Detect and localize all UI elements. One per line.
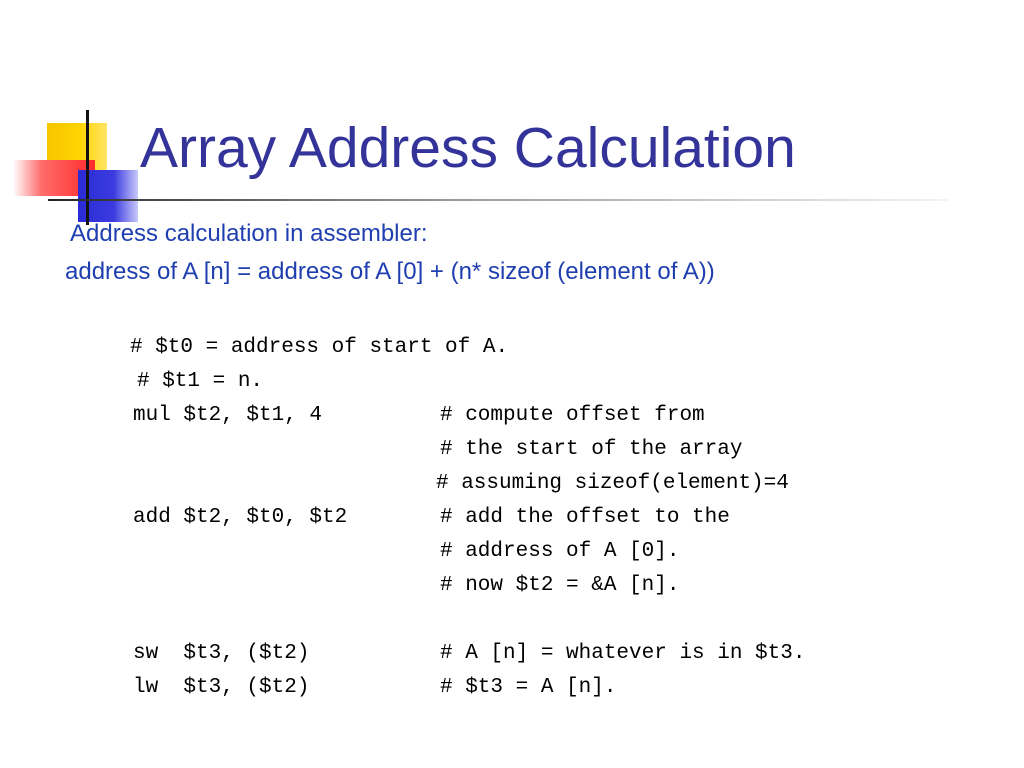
decorative-vertical-line xyxy=(86,110,89,225)
code-comment-t0: # $t0 = address of start of A. xyxy=(130,336,509,359)
code-comment-lw: # $t3 = A [n]. xyxy=(440,676,617,699)
code-comment-add-2: # address of A [0]. xyxy=(440,540,680,563)
slide-title: Array Address Calculation xyxy=(140,116,796,180)
code-comment-t1: # $t1 = n. xyxy=(137,370,264,393)
subtitle-line-assembler: Address calculation in assembler: xyxy=(70,220,428,247)
code-instruction-sw: sw $t3, ($t2) xyxy=(133,642,310,665)
code-comment-sw: # A [n] = whatever is in $t3. xyxy=(440,642,806,665)
code-comment-mul-1: # compute offset from xyxy=(440,404,705,427)
code-comment-mul-3: # assuming sizeof(element)=4 xyxy=(436,472,789,495)
code-comment-add-1: # add the offset to the xyxy=(440,506,730,529)
code-comment-mul-2: # the start of the array xyxy=(440,438,743,461)
title-underline-divider xyxy=(48,199,948,201)
code-comment-add-3: # now $t2 = &A [n]. xyxy=(440,574,680,597)
code-instruction-add: add $t2, $t0, $t2 xyxy=(133,506,348,529)
subtitle-line-formula: address of A [n] = address of A [0] + (n… xyxy=(65,258,715,285)
code-instruction-lw: lw $t3, ($t2) xyxy=(133,676,310,699)
code-instruction-mul: mul $t2, $t1, 4 xyxy=(133,404,323,427)
